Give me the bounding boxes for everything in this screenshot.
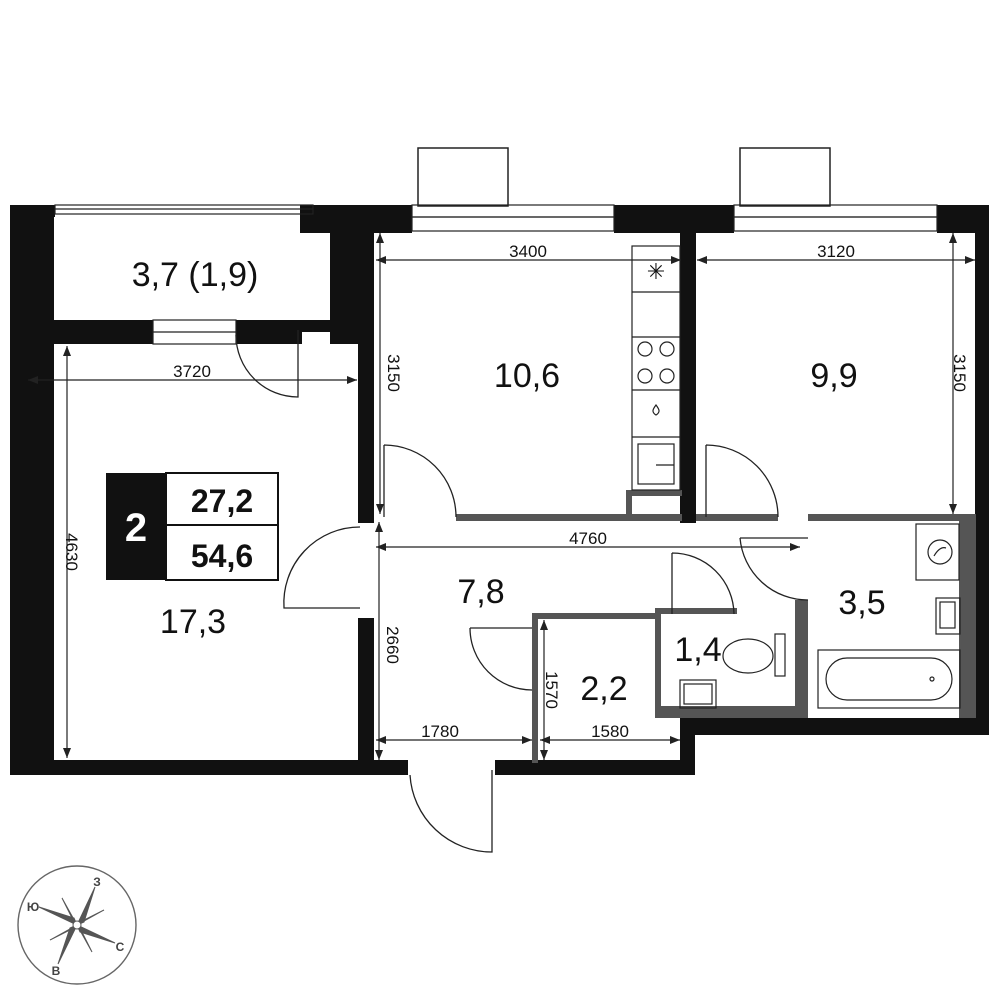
dim-kitchen-width: 3400: [509, 242, 547, 261]
dim-storage-width: 1580: [591, 722, 629, 741]
dim-hall-width: 1780: [421, 722, 459, 741]
room-toilet-area: 1,4: [674, 631, 721, 669]
dim-bedroom-depth: 3150: [950, 354, 969, 392]
room-living-area: 17,3: [160, 603, 226, 641]
dim-living-depth: 4630: [62, 533, 81, 571]
bathroom-fixtures: [679, 523, 961, 709]
dimension-lines: [28, 233, 975, 760]
compass-east-label: В: [52, 964, 61, 978]
room-bathroom-area: 3,5: [838, 584, 885, 622]
room-bedroom-area: 9,9: [810, 357, 857, 395]
exterior-walls: [10, 205, 989, 775]
compass-south-label: Ю: [27, 900, 39, 914]
compass-north-label: С: [116, 940, 125, 954]
dim-storage-depth: 1570: [542, 671, 561, 709]
dimension-arrows: [28, 233, 975, 760]
kitchen-window-box: [417, 147, 509, 207]
dim-kitchen-depth: 3150: [384, 354, 403, 392]
room-storage-area: 2,2: [580, 670, 627, 708]
room-kitchen-area: 10,6: [494, 357, 560, 395]
compass-icon: [38, 886, 116, 965]
compass-rose: З Ю С В: [17, 865, 137, 985]
fridge-icon: ✳: [647, 259, 665, 284]
doors: [235, 330, 809, 853]
partitions: [456, 490, 976, 763]
dim-corridor-length: 4760: [569, 529, 607, 548]
area-badge: 2 27,2 54,6: [106, 472, 279, 581]
badge-total-area: 54,6: [191, 538, 253, 574]
kitchen-appliances: [631, 245, 681, 491]
room-hall-area: 7,8: [457, 573, 504, 611]
interior-walls: [45, 205, 696, 775]
dim-living-width: 3720: [173, 362, 211, 381]
room-balcony-area: 3,7 (1,9): [132, 256, 259, 294]
dim-bedroom-width: 3120: [817, 242, 855, 261]
badge-rooms-count: 2: [125, 506, 147, 550]
dim-hall-depth: 2660: [383, 626, 402, 664]
windows: [54, 204, 938, 345]
badge-living-area: 27,2: [191, 483, 253, 519]
bedroom-window-box: [739, 147, 831, 207]
compass-west-label: З: [93, 875, 101, 889]
